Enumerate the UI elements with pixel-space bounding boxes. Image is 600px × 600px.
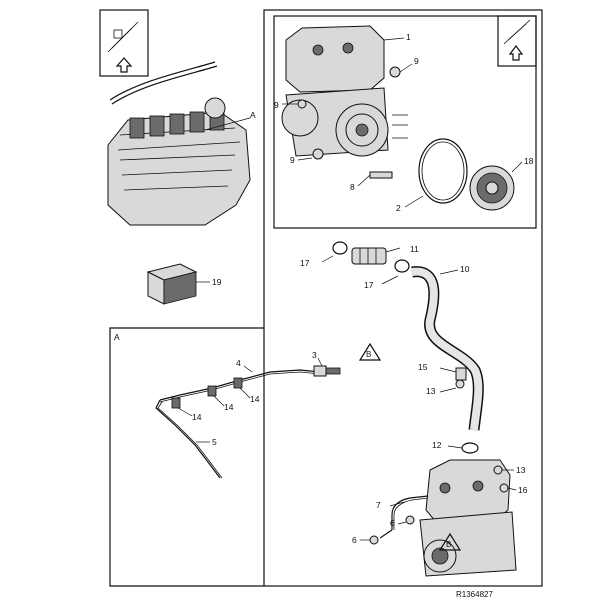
callout-5: 5	[212, 437, 217, 447]
callout-15: 15	[418, 362, 428, 372]
callout-17-left: 17	[300, 258, 310, 268]
callout-6-right: 6	[390, 518, 395, 528]
gear-18	[469, 161, 523, 211]
callout-9-top: 9	[414, 56, 419, 66]
marker-b-upper-text: B	[366, 350, 371, 359]
engine-block	[107, 61, 251, 226]
callout-12: 12	[432, 440, 442, 450]
section-label-a: A	[114, 332, 120, 342]
orientation-icon	[99, 9, 149, 77]
callout-14-left: 14	[192, 412, 202, 422]
reference-number: R1364827	[456, 590, 493, 599]
coolant-hose-10	[411, 266, 484, 431]
clamp-12	[447, 442, 479, 454]
callout-16: 16	[518, 485, 528, 495]
pipe-5	[155, 399, 223, 479]
callout-8: 8	[350, 182, 355, 192]
o-ring-2	[404, 138, 468, 208]
air-compressor	[281, 25, 389, 157]
marker-b-lower-text: B	[446, 540, 451, 549]
fitting-3	[313, 357, 341, 377]
connector-11	[351, 247, 401, 265]
clamp-17-right	[381, 259, 410, 285]
callout-2: 2	[396, 203, 401, 213]
clamp-17-left	[321, 241, 348, 263]
callout-14-right: 14	[250, 394, 260, 404]
detail-marker-b-upper: B	[358, 342, 382, 361]
callout-18: 18	[524, 156, 534, 166]
callout-9-left: 9	[274, 100, 279, 110]
callout-3: 3	[312, 350, 317, 360]
main-frame	[263, 9, 543, 587]
engine-callout-a: A	[250, 110, 256, 120]
callout-17-right: 17	[364, 280, 374, 290]
stud-8	[357, 171, 393, 187]
callout-11: 11	[410, 244, 419, 254]
callout-10: 10	[460, 264, 470, 274]
section-a-frame	[109, 327, 264, 587]
callout-13-upper: 13	[426, 386, 436, 396]
callout-4: 4	[236, 358, 241, 368]
part-19-kit	[146, 263, 210, 305]
detail-marker-b-lower: B	[438, 532, 462, 551]
callout-9-bottom: 9	[290, 155, 295, 165]
callout-19: 19	[212, 277, 222, 287]
callout-13-lower: 13	[516, 465, 526, 475]
callout-7: 7	[376, 500, 381, 510]
callout-1: 1	[406, 32, 411, 42]
pipe-7	[379, 495, 429, 539]
bolt-9-top	[389, 63, 413, 78]
compressor-lower	[419, 459, 517, 577]
callout-6-left: 6	[352, 535, 357, 545]
orientation-icon-detail	[497, 15, 537, 67]
clamps-14	[171, 377, 251, 417]
compressor-detail-frame	[273, 15, 537, 229]
callout-14-middle: 14	[224, 402, 234, 412]
clip-15	[439, 367, 467, 381]
